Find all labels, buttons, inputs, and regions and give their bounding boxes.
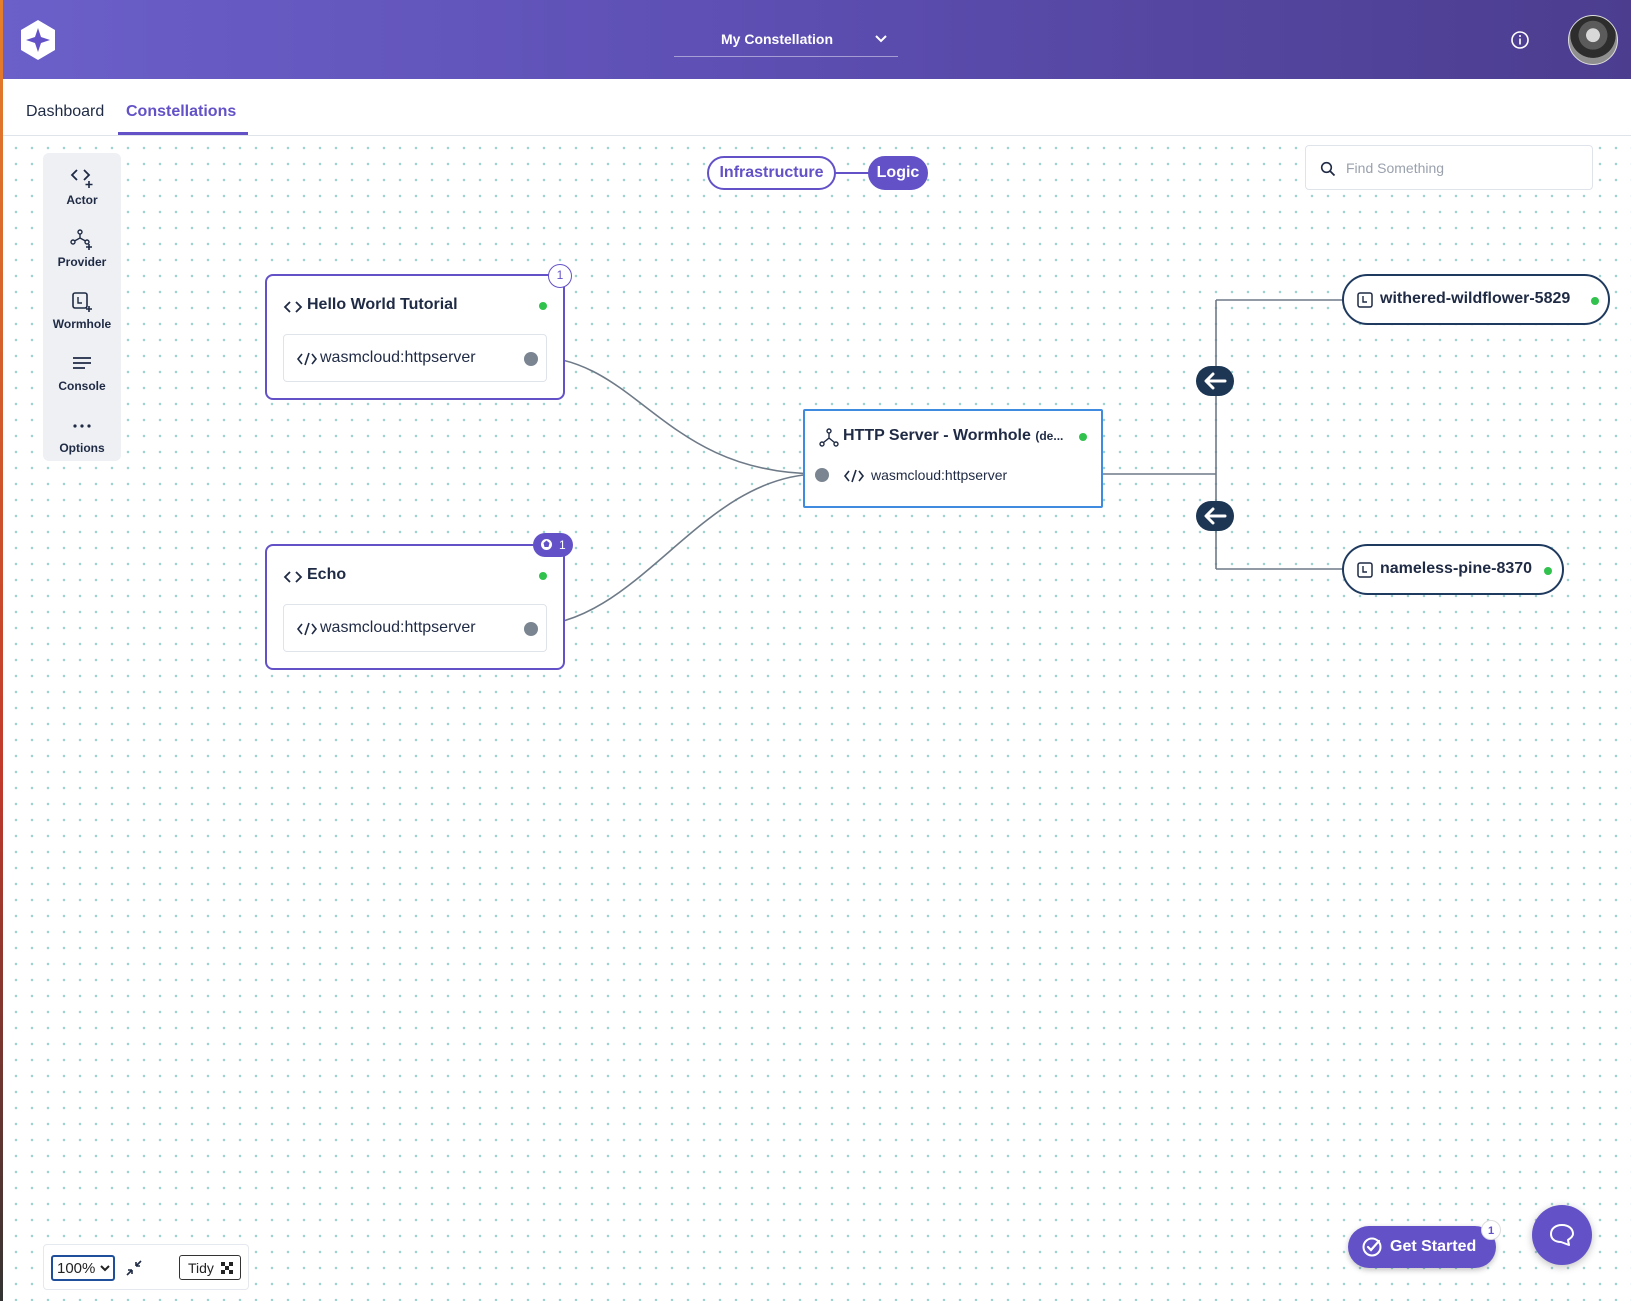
zoom-toolbar: 50%75%100%125%150% Tidy — [43, 1244, 249, 1290]
tool-label-actor: Actor — [66, 193, 98, 207]
get-started-button[interactable]: Get Started — [1348, 1226, 1496, 1268]
provider-title: HTTP Server - Wormhole (de... — [843, 427, 1063, 445]
status-dot — [539, 302, 547, 310]
status-dot — [539, 572, 547, 580]
link-direction-arrow[interactable] — [1196, 501, 1234, 531]
search-input[interactable] — [1346, 156, 1581, 180]
code-plus-icon — [70, 169, 93, 188]
actor-title: Hello World Tutorial — [307, 296, 458, 313]
tidy-button[interactable]: Tidy — [179, 1255, 241, 1280]
options-button[interactable]: Options — [43, 415, 121, 455]
status-dot — [1544, 567, 1552, 575]
capability-label: wasmcloud:httpserver — [871, 467, 1008, 483]
provider-name: HTTP Server - Wormhole — [843, 427, 1031, 444]
chat-support-button[interactable] — [1532, 1205, 1592, 1265]
wasmcloud-logo-icon[interactable] — [18, 18, 58, 62]
search-box — [1305, 145, 1593, 190]
tool-label-console: Console — [58, 379, 106, 393]
active-tab-indicator — [118, 132, 248, 135]
wormhole-node-nameless-pine[interactable]: nameless-pine-8370 — [1342, 544, 1564, 595]
tool-label-wormhole: Wormhole — [52, 317, 112, 331]
actor-card-echo[interactable]: Echo wasmcloud:httpserver — [265, 544, 565, 670]
more-horizontal-icon — [73, 424, 91, 428]
provider-name-suffix: (de... — [1035, 429, 1064, 443]
link-port[interactable] — [815, 468, 829, 482]
toggle-connector — [835, 172, 869, 174]
arrow-left-icon — [1204, 372, 1227, 390]
get-started-label: Get Started — [1390, 1238, 1477, 1255]
wormhole-icon — [1357, 292, 1373, 308]
tool-label-provider: Provider — [57, 255, 107, 269]
link-direction-arrow[interactable] — [1196, 366, 1234, 396]
tool-label-options: Options — [59, 441, 105, 455]
console-button[interactable]: Console — [43, 353, 121, 393]
check-circle-icon — [1362, 1237, 1382, 1257]
search-icon — [1320, 161, 1336, 177]
add-toolbox: Actor Provider Wormhole Console Opti — [43, 153, 121, 461]
top-header: My Constellation — [0, 0, 1631, 79]
fit-to-screen-icon[interactable] — [124, 1258, 144, 1278]
host-icon — [541, 539, 552, 550]
window-edge — [0, 0, 3, 1301]
console-icon — [73, 357, 91, 369]
grid-icon — [221, 1262, 233, 1274]
info-icon[interactable] — [1510, 30, 1530, 50]
host-count: 1 — [559, 538, 566, 552]
provider-icon — [819, 428, 839, 447]
tidy-label: Tidy — [188, 1260, 214, 1276]
actor-capability[interactable]: wasmcloud:httpserver — [283, 604, 547, 652]
wormhole-icon — [1357, 562, 1373, 578]
tab-dashboard[interactable]: Dashboard — [26, 103, 105, 120]
wormhole-name: withered-wildflower-5829 — [1380, 290, 1571, 307]
capability-label: wasmcloud:httpserver — [320, 349, 476, 366]
constellation-selector-label: My Constellation — [721, 31, 834, 47]
provider-plus-icon — [70, 229, 92, 250]
provider-card-http-server[interactable]: HTTP Server - Wormhole (de... wasmcloud:… — [803, 409, 1103, 508]
arrow-left-icon — [1204, 507, 1227, 525]
instance-count-badge: 1 — [548, 264, 572, 288]
actor-capability[interactable]: wasmcloud:httpserver — [283, 334, 547, 382]
code-slash-icon — [843, 469, 865, 483]
nav-tabs: Dashboard Constellations — [0, 79, 1631, 136]
link-port[interactable] — [524, 352, 538, 366]
wormhole-name: nameless-pine-8370 — [1380, 560, 1533, 577]
chevron-down-icon — [875, 35, 887, 43]
chat-bubble-icon — [1550, 1224, 1574, 1246]
status-dot — [1591, 297, 1599, 305]
infrastructure-view-toggle[interactable]: Infrastructure — [707, 156, 836, 190]
code-icon — [283, 571, 303, 583]
actor-card-hello-world[interactable]: Hello World Tutorial wasmcloud:httpserve… — [265, 274, 565, 400]
user-avatar[interactable] — [1568, 15, 1618, 65]
host-count-badge: 1 — [533, 533, 573, 557]
add-actor-button[interactable]: Actor — [43, 167, 121, 207]
actor-title: Echo — [307, 566, 347, 583]
add-provider-button[interactable]: Provider — [43, 229, 121, 269]
tab-constellations[interactable]: Constellations — [126, 103, 237, 120]
logic-view-toggle[interactable]: Logic — [868, 156, 928, 190]
code-icon — [283, 301, 303, 313]
link-port[interactable] — [524, 622, 538, 636]
capability-label: wasmcloud:httpserver — [320, 619, 476, 636]
code-slash-icon — [296, 352, 318, 366]
constellation-selector[interactable]: My Constellation — [674, 22, 898, 57]
add-wormhole-button[interactable]: Wormhole — [43, 291, 121, 331]
code-slash-icon — [296, 622, 318, 636]
status-dot — [1079, 433, 1087, 441]
zoom-select[interactable]: 50%75%100%125%150% — [51, 1255, 115, 1281]
get-started-badge: 1 — [1481, 1220, 1501, 1240]
wormhole-plus-icon — [72, 292, 92, 312]
wormhole-node-withered-wildflower[interactable]: withered-wildflower-5829 — [1342, 274, 1610, 325]
